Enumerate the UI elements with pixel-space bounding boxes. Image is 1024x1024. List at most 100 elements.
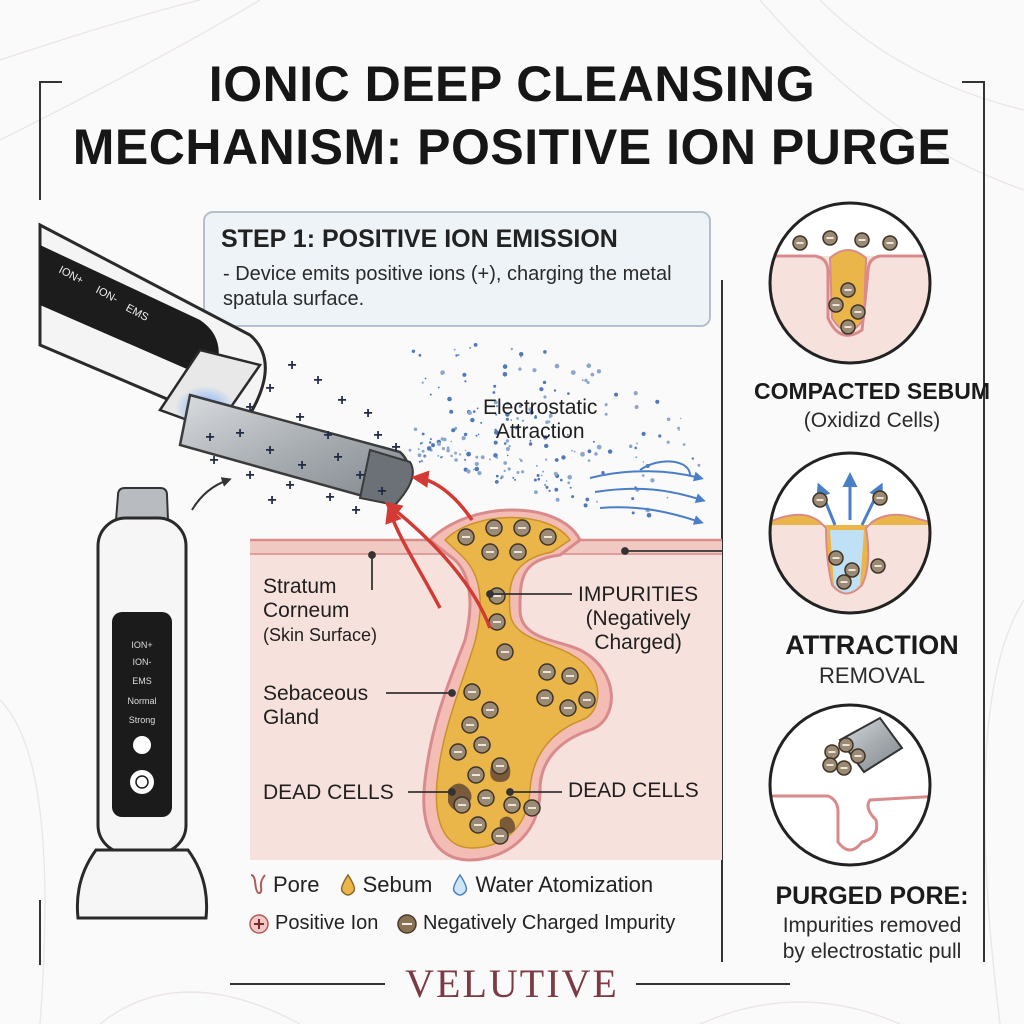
brand-logo: VELUTIVE [405,961,619,1006]
mist-particle [677,426,681,430]
page-title-line-1: IONIC DEEP CLEANSING [208,56,816,112]
mist-particle [596,369,602,374]
mist-particle [489,458,491,461]
upright-device: ION+ ION- EMS Normal Strong [75,477,232,920]
positive-ions: +++++++++++++++++++++++ [205,357,400,519]
attraction-label: ATTRACTION REMOVAL [785,630,959,688]
mist-particle [641,474,645,477]
mist-particle [467,410,472,415]
mist-particle [545,458,548,461]
mist-particle [529,439,532,442]
mist-particle [496,457,499,459]
mist-particle [631,497,635,501]
legend-negative-impurity: Negatively Charged Impurity [396,912,675,935]
mist-particle [505,439,510,443]
mist-particle [528,407,533,412]
mist-particle [477,433,480,436]
page-title-line-2: MECHANISM: POSITIVE ION PURGE [72,119,952,175]
mist-particle [493,400,498,405]
mist-particle [691,457,694,460]
mist-particle [553,389,557,392]
mist-particle [592,440,595,443]
mist-particle [494,430,499,435]
mist-particle [604,412,608,416]
mist-particle [566,433,569,436]
mist-particle [442,437,447,442]
mist-particle [510,347,513,351]
mist-particle [458,453,462,456]
mist-particle [633,391,638,396]
mist-particle [553,471,558,476]
panel-label: ION+ [131,640,152,650]
mist-particle [457,353,460,357]
mist-particle [450,454,453,458]
mist-particle [454,458,458,462]
mist-particle [646,513,652,518]
mist-particle [474,461,479,467]
mist-particle [492,391,496,394]
legend-row-2: Positive Ion Negatively Charged Impurity [248,912,687,941]
mist-particle [470,417,475,423]
legend-positive-ion: Positive Ion [248,912,378,935]
mist-particle [634,405,639,409]
mist-particle [570,370,576,375]
airflow-lines [589,460,706,525]
mist-particle [529,410,534,415]
mist-particle [596,500,598,503]
panel-purged-pore [768,703,932,867]
mist-particle [463,432,468,437]
step-callout: STEP 1: POSITIVE ION EMISSION - Device e… [203,211,711,327]
mist-particle [446,448,450,453]
mist-particle [571,449,573,452]
mist-particle [569,486,572,489]
negative-impurities [449,519,596,845]
mist-particle [567,392,570,395]
mist-particle [555,497,560,502]
mist-particle [413,427,418,432]
mist-particle [505,417,509,421]
mist-particle [503,442,507,445]
mist-particle [512,476,515,479]
mist-particle [658,434,662,438]
attraction-arrows [384,470,492,629]
mist-particle [473,343,478,347]
mist-particle [476,407,479,410]
panel-attraction [768,451,932,615]
mist-particle [545,480,548,482]
mist-particle [560,478,563,482]
mist-particle [666,496,669,499]
mist-particle [586,381,590,385]
mist-particle [431,443,435,448]
panel-label: Normal [127,696,156,706]
positive-ion-mark: + [285,477,294,494]
mist-particle [440,456,443,459]
mist-particle [587,449,592,454]
mist-particle [521,419,525,422]
mist-particle [453,348,456,351]
mist-particle [493,453,498,458]
mist-particle [417,448,420,451]
mist-particle [437,386,440,389]
positive-ion-mark: + [287,357,296,374]
mist-particle [506,401,510,406]
mist-particle [518,367,522,371]
mist-particle [450,440,453,443]
mist-particle [474,466,480,472]
water-drop-icon [453,873,468,896]
purged-pore-label: PURGED PORE: Impurities removed by elect… [775,882,969,963]
mist-particle [554,458,559,462]
mist-particle [500,477,503,480]
mist-particle [697,463,701,467]
positive-ion-mark: + [377,483,386,500]
mist-particle [508,445,511,448]
mist-particle [467,454,470,457]
mist-particle [514,426,519,430]
mist-particle [426,446,432,451]
mist-particle [495,413,498,416]
panel-label: EMS [132,676,152,686]
positive-ion-mark: + [245,467,254,484]
mist-particle [586,363,592,369]
mist-particle [534,490,538,495]
